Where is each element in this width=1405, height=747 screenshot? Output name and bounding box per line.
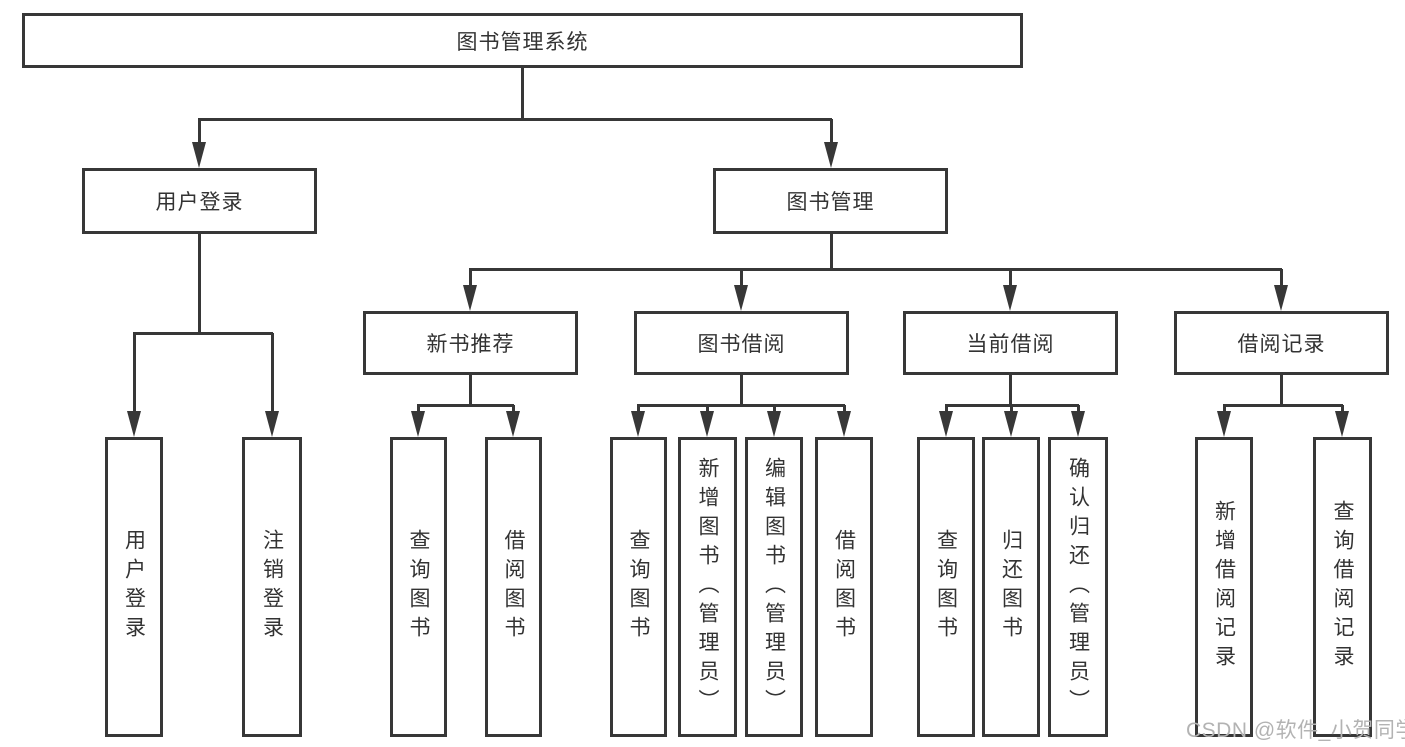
leaf-logout: 注销登录	[242, 437, 302, 737]
connector-line-vertical	[740, 375, 743, 406]
leaf-return-books-label: 归还图书	[999, 529, 1023, 645]
node-current-borrowing: 当前借阅	[903, 311, 1118, 375]
connector-line-horizontal	[469, 268, 1282, 271]
leaf-edit-books-admin-label: 编辑图书（管理员）	[762, 456, 786, 718]
arrowhead-down-icon	[1004, 411, 1018, 437]
leaf-query-books-recommend: 查询图书	[390, 437, 447, 737]
watermark: CSDN @软件_小贺同学	[1186, 719, 1405, 742]
leaf-query-borrow-record: 查询借阅记录	[1313, 437, 1372, 737]
leaf-add-books-admin: 新增图书（管理员）	[678, 437, 737, 737]
leaf-user-login-label: 用户登录	[122, 529, 146, 645]
arrowhead-down-icon	[837, 411, 851, 437]
arrowhead-down-icon	[411, 411, 425, 437]
leaf-borrow-books-recommend-label: 借阅图书	[502, 529, 525, 645]
connector-line-vertical	[773, 405, 776, 414]
node-user-login-label: 用户登录	[155, 191, 244, 214]
arrowhead-down-icon	[767, 411, 781, 437]
connector-line-vertical	[740, 269, 743, 290]
connector-line-vertical	[469, 269, 472, 290]
arrowhead-down-icon	[127, 411, 141, 437]
connector-line-vertical	[1341, 405, 1344, 414]
arrowhead-down-icon	[734, 285, 748, 311]
node-new-book-recommend-label: 新书推荐	[426, 333, 515, 356]
node-book-borrowing-label: 图书借阅	[697, 333, 786, 356]
leaf-return-books: 归还图书	[982, 437, 1040, 737]
arrowhead-down-icon	[1003, 285, 1017, 311]
leaf-confirm-return-admin-label: 确认归还（管理员）	[1066, 456, 1090, 718]
connector-line-vertical	[637, 405, 640, 414]
arrowhead-down-icon	[463, 285, 477, 311]
leaf-borrow-books-label: 借阅图书	[832, 529, 856, 645]
connector-line-vertical	[133, 333, 136, 414]
node-new-book-recommend: 新书推荐	[363, 311, 578, 375]
connector-line-vertical	[417, 405, 420, 414]
arrowhead-down-icon	[939, 411, 953, 437]
arrowhead-down-icon	[700, 411, 714, 437]
node-book-management: 图书管理	[713, 168, 948, 234]
connector-line-vertical	[1280, 375, 1283, 406]
node-book-borrowing: 图书借阅	[634, 311, 849, 375]
connector-line-vertical	[521, 68, 524, 120]
node-borrow-records: 借阅记录	[1174, 311, 1389, 375]
connector-line-vertical	[843, 405, 846, 414]
connector-line-vertical	[271, 333, 274, 414]
connector-line-vertical	[1009, 375, 1012, 406]
connector-line-vertical	[830, 119, 833, 146]
leaf-logout-label: 注销登录	[260, 529, 284, 645]
leaf-query-books-borrowing: 查询图书	[610, 437, 667, 737]
leaf-query-books-recommend-label: 查询图书	[407, 529, 430, 645]
connector-line-vertical	[1280, 269, 1283, 290]
connector-line-vertical	[1010, 405, 1013, 414]
node-library-system-label: 图书管理系统	[456, 30, 589, 54]
connector-line-vertical	[1077, 405, 1080, 414]
node-current-borrowing-label: 当前借阅	[966, 333, 1055, 356]
node-borrow-records-label: 借阅记录	[1237, 333, 1326, 356]
connector-line-vertical	[706, 405, 709, 414]
arrowhead-down-icon	[1274, 285, 1288, 311]
leaf-borrow-books: 借阅图书	[815, 437, 873, 737]
arrowhead-down-icon	[1071, 411, 1085, 437]
connector-line-vertical	[512, 405, 515, 414]
leaf-confirm-return-admin: 确认归还（管理员）	[1048, 437, 1108, 737]
leaf-query-books-current-label: 查询图书	[934, 529, 958, 645]
leaf-add-borrow-record: 新增借阅记录	[1195, 437, 1253, 737]
node-book-management-label: 图书管理	[786, 191, 875, 214]
arrowhead-down-icon	[1217, 411, 1231, 437]
connector-line-vertical	[198, 119, 201, 146]
connector-line-vertical	[1223, 405, 1226, 414]
leaf-add-books-admin-label: 新增图书（管理员）	[696, 456, 719, 718]
node-library-system: 图书管理系统	[22, 13, 1023, 68]
arrowhead-down-icon	[631, 411, 645, 437]
leaf-add-borrow-record-label: 新增借阅记录	[1212, 500, 1236, 674]
connector-line-horizontal	[198, 118, 832, 121]
leaf-query-books-current: 查询图书	[917, 437, 975, 737]
connector-line-vertical	[830, 234, 833, 270]
connector-line-vertical	[469, 375, 472, 406]
leaf-user-login: 用户登录	[105, 437, 163, 737]
arrowhead-down-icon	[192, 142, 206, 168]
connector-line-horizontal	[637, 404, 845, 407]
leaf-borrow-books-recommend: 借阅图书	[485, 437, 542, 737]
connector-line-horizontal	[417, 404, 514, 407]
leaf-edit-books-admin: 编辑图书（管理员）	[745, 437, 803, 737]
connector-line-horizontal	[133, 332, 273, 335]
leaf-query-borrow-record-label: 查询借阅记录	[1331, 500, 1354, 674]
connector-line-vertical	[945, 405, 948, 414]
connector-line-horizontal	[1223, 404, 1343, 407]
arrowhead-down-icon	[1335, 411, 1349, 437]
node-user-login: 用户登录	[82, 168, 317, 234]
connector-line-vertical	[198, 234, 201, 334]
leaf-query-books-borrowing-label: 查询图书	[627, 529, 650, 645]
arrowhead-down-icon	[824, 142, 838, 168]
arrowhead-down-icon	[265, 411, 279, 437]
arrowhead-down-icon	[506, 411, 520, 437]
connector-line-vertical	[1009, 269, 1012, 290]
connector-line-horizontal	[945, 404, 1079, 407]
